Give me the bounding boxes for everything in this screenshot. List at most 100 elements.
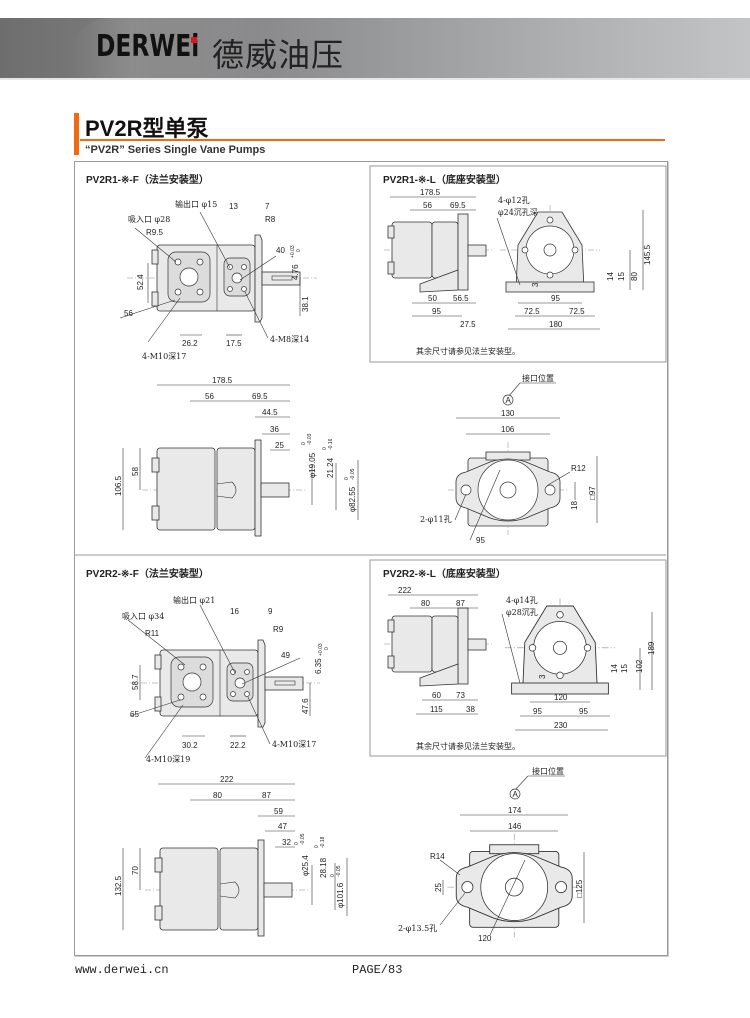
dim-label: R9.5 — [146, 228, 163, 237]
panel-note: 其余尺寸请参见法兰安装型。 — [416, 346, 520, 356]
dim-label: φ28沉孔 — [506, 608, 538, 617]
dim-label: 44.5 — [262, 408, 278, 417]
panel-title: PV2R1-※-F（法兰安装型） — [86, 173, 209, 186]
dim-label: 146 — [508, 822, 522, 831]
dim-label: 28.18 — [319, 857, 328, 878]
dim-label: 26.2 — [182, 339, 198, 348]
dim-tolerance: -0.16 — [328, 438, 334, 450]
dim-label: 69.5 — [252, 392, 268, 401]
title-accent-bar — [74, 113, 79, 155]
dim-label: 38.1 — [301, 296, 310, 312]
dim-label: 4-M10深19 — [146, 755, 190, 764]
brand-logo-dot — [191, 37, 197, 43]
dim-label: 36 — [270, 425, 279, 434]
dim-label: 120 — [478, 934, 492, 943]
dim-label: 120 — [554, 693, 568, 702]
dim-label: 80 — [421, 599, 430, 608]
dim-tolerance: -0.18 — [320, 836, 326, 848]
dim-label: φ101.6 — [336, 882, 345, 908]
dim-label: 接口位置 — [522, 373, 554, 383]
dim-label: 87 — [456, 599, 465, 608]
dim-label: 115 — [430, 705, 443, 714]
panel-title: PV2R2-※-L（底座安装型） — [383, 567, 506, 580]
dim-label: 58.7 — [131, 674, 140, 690]
dim-label: 25 — [275, 441, 284, 450]
dim-label: 4-M8深14 — [270, 335, 309, 344]
dim-label: 49 — [281, 651, 290, 660]
dim-label: 40 — [276, 246, 285, 255]
header-banner — [0, 18, 750, 80]
dim-label: 17.5 — [226, 339, 242, 348]
dim-label: 70 — [131, 866, 140, 875]
dim-label: R8 — [265, 215, 276, 224]
panel-pv2r1-flange: PV2R1-※-F（法兰安装型） 输出口 φ15 吸入口 φ28 R9.5 13… — [86, 173, 318, 361]
dim-label: 25 — [434, 883, 443, 892]
dim-label: φ24沉孔深 — [498, 208, 538, 217]
dim-label: 222 — [398, 586, 412, 595]
dim-label: 27.5 — [460, 320, 476, 329]
dim-label: 60 — [432, 691, 441, 700]
dim-label: 7 — [265, 202, 270, 211]
dim-tolerance: -0.05 — [336, 865, 342, 877]
dim-tolerance: 0 — [301, 442, 307, 445]
panel-pv2r1-front-view: 接口位置 A 130 106 R12 18 □97 2-φ11孔 95 — [420, 373, 598, 545]
dim-label: 47 — [278, 822, 287, 831]
dim-label: 180 — [549, 320, 563, 329]
dim-tolerance: 0 — [296, 249, 302, 252]
dim-label: A — [506, 396, 512, 405]
dim-label: □97 — [588, 486, 597, 500]
dim-label: 106.5 — [114, 475, 123, 496]
title-underline — [80, 139, 665, 141]
dim-label: R14 — [430, 852, 445, 861]
dim-label: 95 — [533, 707, 542, 716]
dim-label: R9 — [273, 625, 284, 634]
dim-label: 6.35 — [314, 658, 323, 674]
dim-tolerance: 0 — [314, 845, 320, 848]
dim-tolerance: 0 — [322, 447, 328, 450]
dim-label: 50 — [428, 294, 437, 303]
footer-page-number: PAGE/83 — [352, 963, 403, 977]
panel-title: PV2R1-※-L（底座安装型） — [383, 173, 506, 186]
dim-label: 80 — [630, 272, 639, 281]
dim-label: 4.76 — [291, 264, 300, 280]
dim-label: 4-φ14孔 — [506, 596, 538, 605]
footer-website: www.derwei.cn — [75, 963, 169, 977]
dim-label: 56 — [205, 392, 214, 401]
dim-label: φ19.05 — [308, 452, 317, 478]
panel-note: 其余尺寸请参见法兰安装型。 — [416, 741, 520, 751]
dim-label: 222 — [220, 775, 234, 784]
dim-tolerance: +0.03 — [290, 245, 296, 258]
dim-label: 3 — [538, 674, 547, 679]
page-title: PV2R型单泵 — [85, 116, 209, 141]
panel-pv2r2-front-view: 接口位置 A 174 146 R14 25 □125 2-φ13.5孔 120 — [398, 766, 585, 943]
dim-label: 输出口 φ15 — [175, 199, 217, 209]
panel-pv2r2-side-view: 222 80 87 59 47 32 φ25.4 0 -0.05 28.18 0… — [114, 775, 348, 937]
panel-pv2r2-flange: PV2R2-※-F（法兰安装型） 输出口 φ21 吸入口 φ34 16 9 R1… — [86, 567, 330, 764]
dim-label: 69.5 — [450, 201, 466, 210]
panel-frame-pv2r1-l — [369, 165, 667, 363]
dim-tolerance: -0.05 — [300, 833, 306, 845]
dim-label: 9 — [268, 607, 273, 616]
dim-label: 14 — [606, 272, 615, 281]
dim-label: 38 — [466, 705, 475, 714]
dim-label: φ82.55 — [348, 486, 357, 512]
dim-label: 130 — [501, 409, 515, 418]
dim-label: φ25.4 — [301, 855, 310, 876]
dim-label: 189 — [647, 641, 656, 655]
dim-label: 102 — [635, 659, 644, 673]
panel-frame-pv2r2-l — [369, 559, 667, 757]
dim-label: 95 — [432, 307, 441, 316]
brand-name-cn: 德威油压 — [212, 36, 345, 74]
dim-label: 80 — [213, 791, 222, 800]
dim-label: 16 — [230, 607, 239, 616]
dim-label: 47.6 — [301, 698, 310, 714]
dim-label: 15 — [620, 664, 629, 673]
panel-pv2r1-foot: PV2R1-※-L（底座安装型） 178.5 56 69.5 50 56.5 9… — [383, 173, 652, 356]
dim-label: 4-φ12孔 — [498, 196, 530, 205]
dim-tolerance: 0 — [294, 842, 300, 845]
dim-label: 73 — [456, 691, 465, 700]
dim-label: 接口位置 — [532, 766, 564, 776]
dim-label: 95 — [579, 707, 588, 716]
dim-label: 59 — [274, 807, 283, 816]
